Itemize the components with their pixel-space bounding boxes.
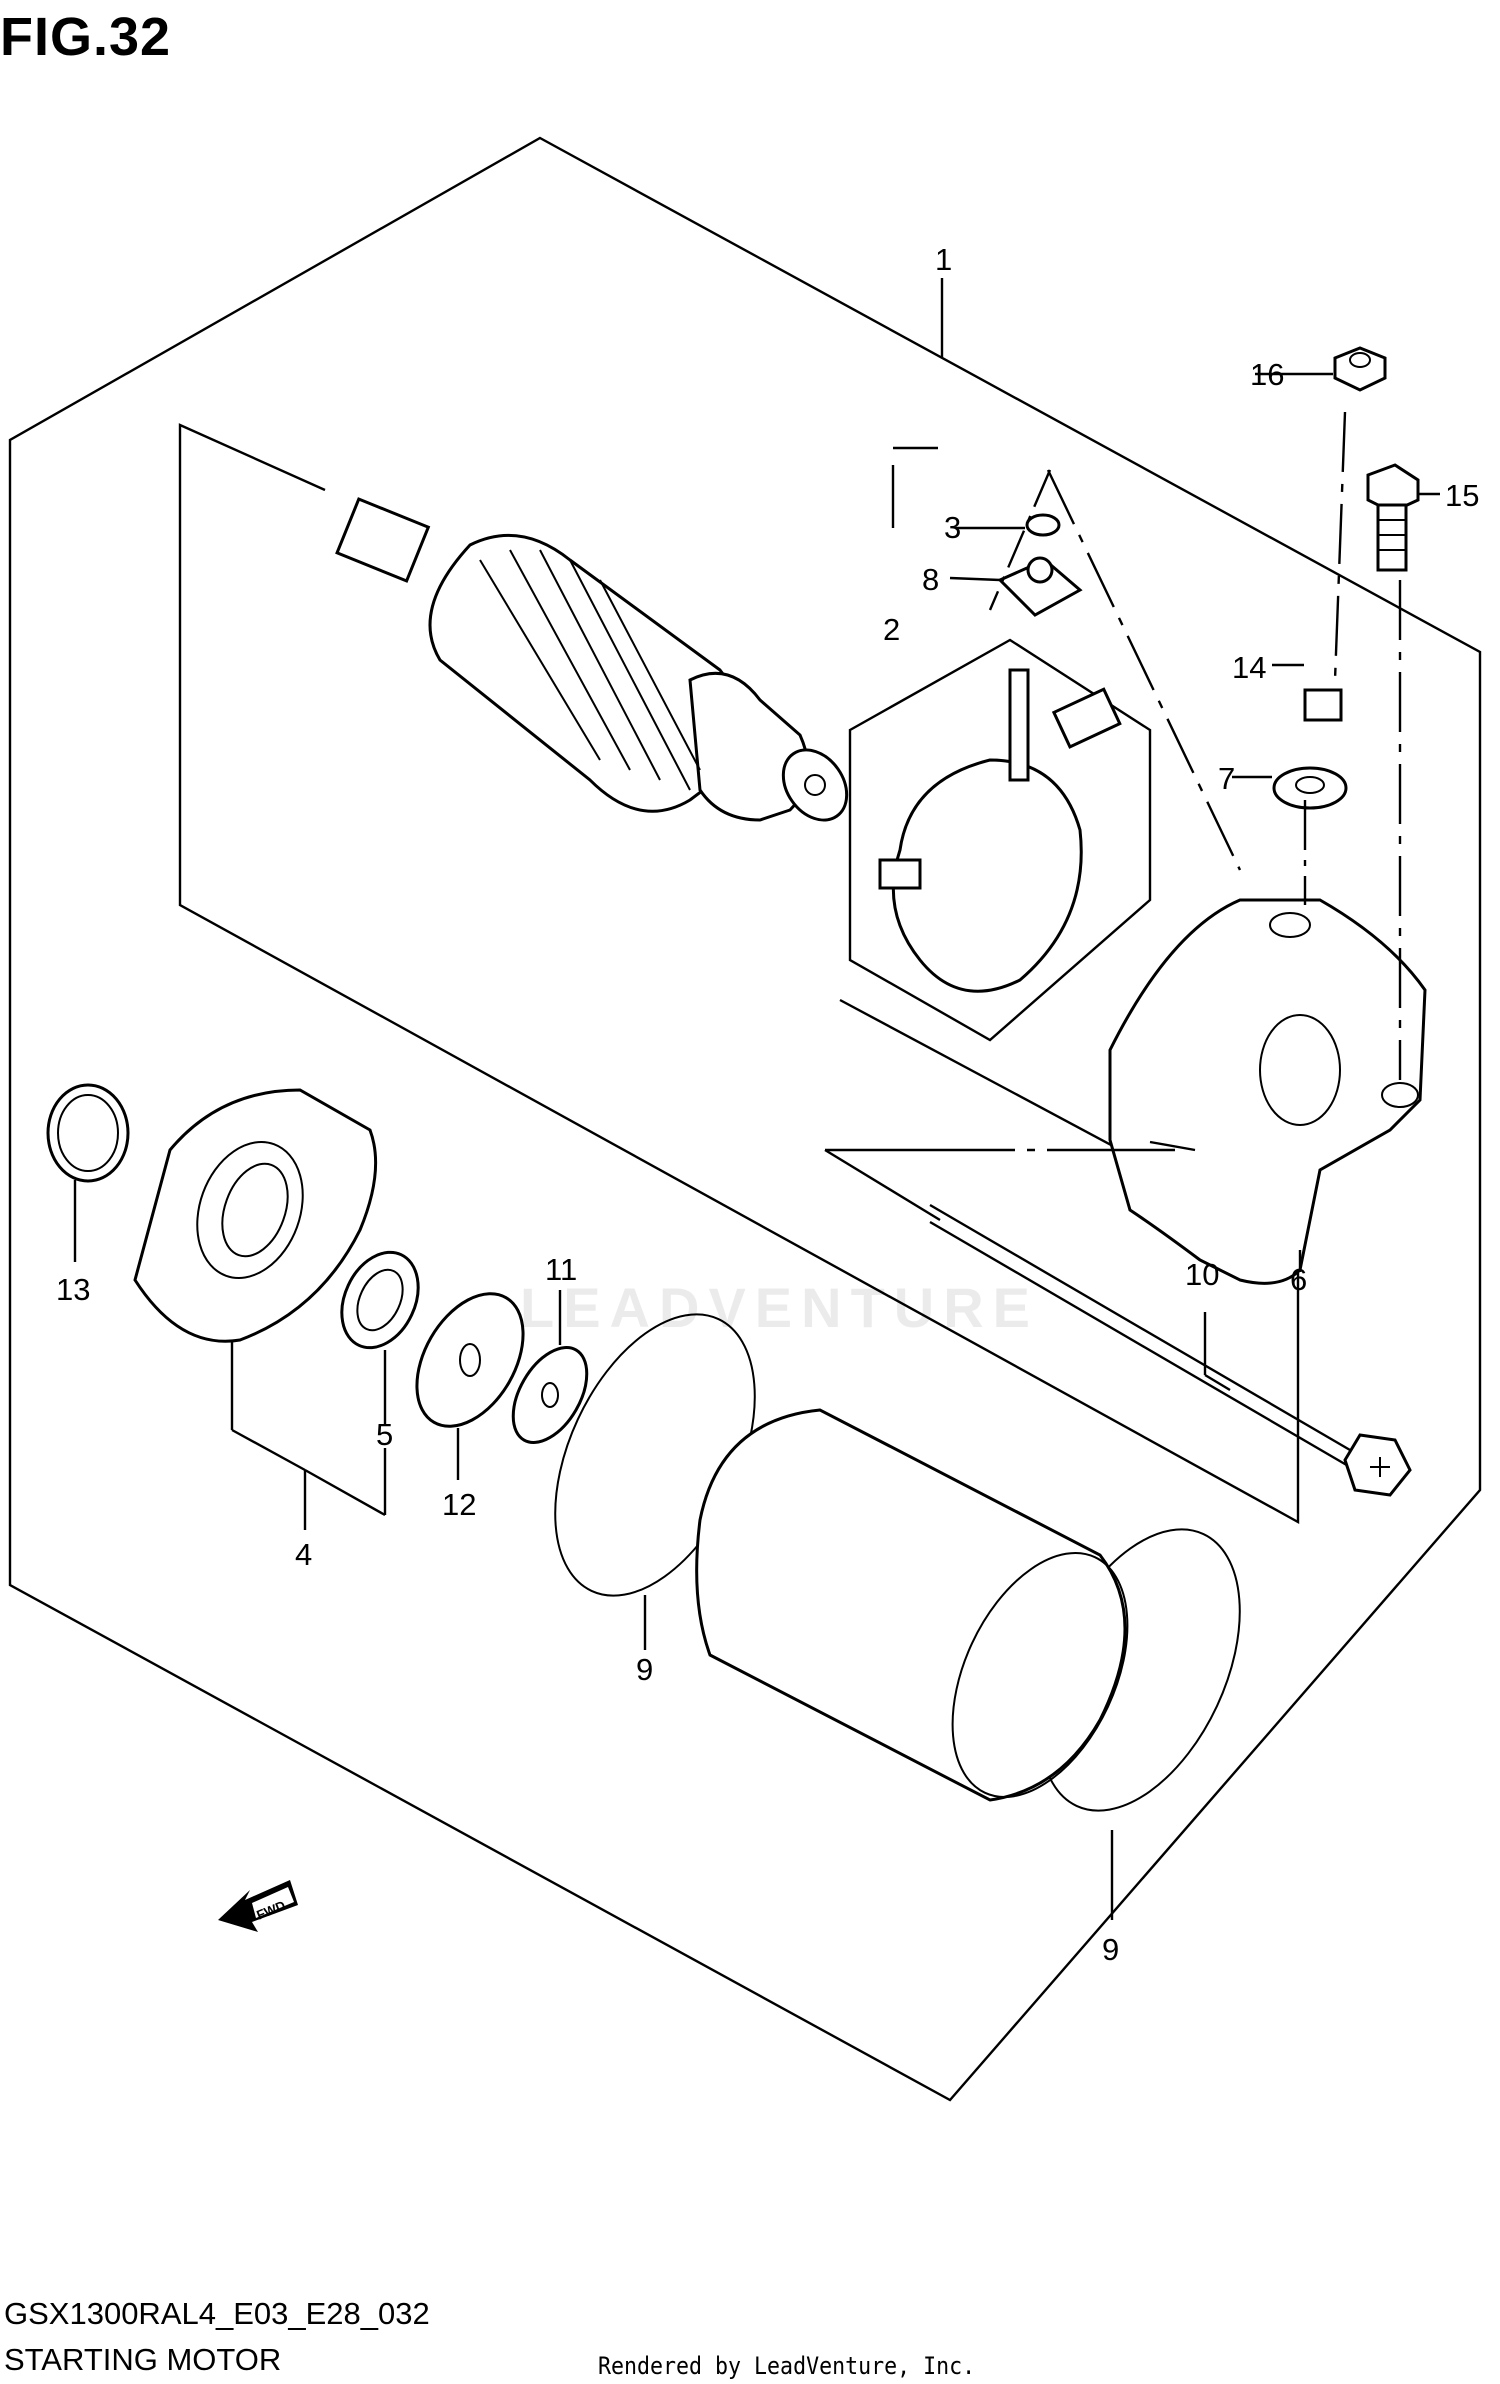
callouts: 1 2 3 4 5 6 7 8 9 9 10 11 12 13 14 15 16 xyxy=(56,242,1479,1967)
brush-holder-illustration xyxy=(878,668,1122,993)
render-credit: Rendered by LeadVenture, Inc. xyxy=(598,2352,976,2380)
figure-title: FIG.32 xyxy=(0,7,172,67)
washer-11 xyxy=(511,1346,589,1444)
fwd-arrow xyxy=(218,1880,298,1932)
callout-14: 14 xyxy=(1232,650,1266,685)
callout-15: 15 xyxy=(1445,478,1479,513)
callout-5: 5 xyxy=(376,1417,393,1452)
yoke-illustration xyxy=(695,1408,1129,1802)
bolt-15 xyxy=(1366,463,1420,572)
assembly-outline xyxy=(8,136,1482,2102)
leader-lines xyxy=(73,278,1440,1920)
washer-3 xyxy=(1025,513,1061,537)
callout-8: 8 xyxy=(922,562,939,597)
callout-16: 16 xyxy=(1250,357,1284,392)
callout-3: 3 xyxy=(944,510,961,545)
front-housing-illustration xyxy=(133,1088,378,1343)
callout-6: 6 xyxy=(1290,1262,1307,1297)
callout-4: 4 xyxy=(295,1537,312,1572)
nut-14 xyxy=(1303,688,1343,722)
armature-illustration xyxy=(335,497,849,822)
callout-10: 10 xyxy=(1185,1257,1219,1292)
through-bolt-10 xyxy=(929,1203,1412,1497)
callout-12: 12 xyxy=(442,1487,476,1522)
inner-group-outline xyxy=(178,423,1300,1525)
callout-11: 11 xyxy=(545,1252,577,1287)
end-cover-illustration xyxy=(1108,898,1427,1285)
callout-1: 1 xyxy=(935,242,952,277)
nut-16 xyxy=(1333,346,1387,392)
callout-9a: 9 xyxy=(636,1652,653,1687)
washer-7 xyxy=(1272,766,1348,810)
section-name: STARTING MOTOR xyxy=(4,2342,282,2377)
model-code: GSX1300RAL4_E03_E28_032 xyxy=(4,2296,430,2331)
o-ring-13 xyxy=(46,1083,130,1183)
callout-2: 2 xyxy=(883,612,900,647)
callout-9b: 9 xyxy=(1102,1932,1119,1967)
callout-7: 7 xyxy=(1218,761,1235,796)
washer-12 xyxy=(415,1292,525,1428)
callout-13: 13 xyxy=(56,1272,90,1307)
